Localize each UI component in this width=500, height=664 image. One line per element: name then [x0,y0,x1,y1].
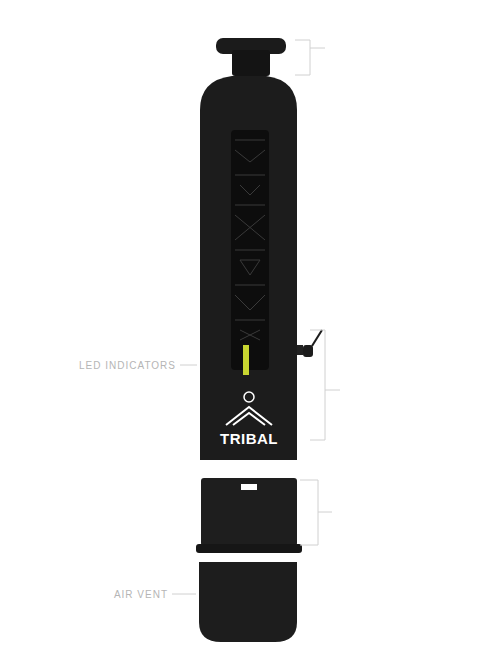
clip-base [297,345,303,355]
bottom-cap [199,562,297,642]
bracket-top [295,40,325,75]
leader-lines [172,40,340,594]
brand-name: TRIBAL [220,430,278,447]
leader-air-vent [172,594,196,595]
battery-section [201,478,297,546]
bracket-bottom [300,480,332,545]
flange [196,544,302,553]
led-indicator [243,345,249,375]
pattern-panel [231,130,269,370]
logo-circle [244,392,254,402]
pen-body [200,76,297,460]
clip-pin [312,330,322,346]
logo-mountain [226,407,272,425]
bracket-middle [310,330,340,440]
clip-head [303,345,313,357]
tribal-pattern [235,140,265,340]
slot [241,484,257,490]
mouthpiece-stem [232,50,270,76]
leader-led [180,365,197,366]
part-label: AIR VENT [114,589,168,600]
part-label: LED INDICATORS [79,360,176,371]
